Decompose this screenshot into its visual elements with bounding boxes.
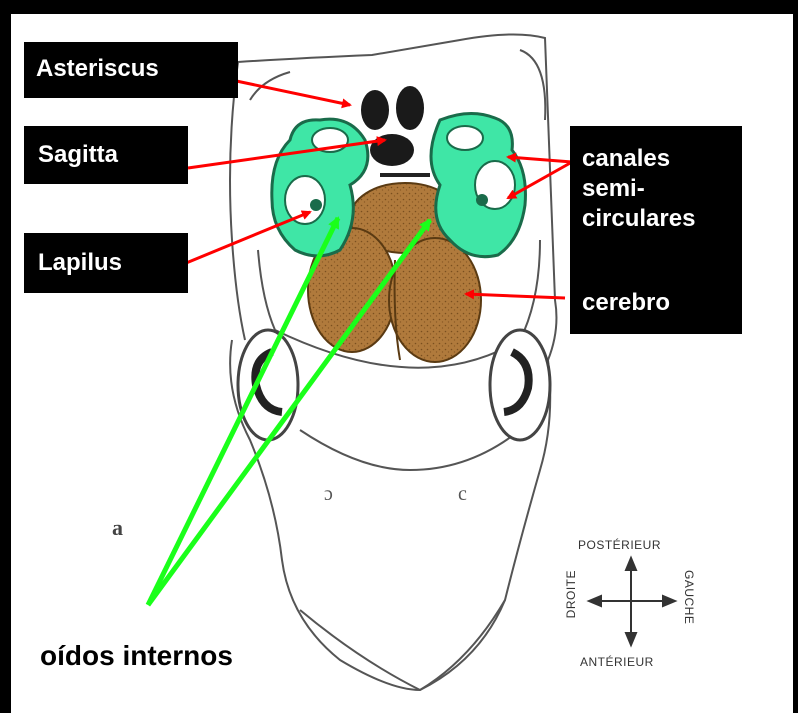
label-cerebro: cerebro [570, 272, 742, 334]
orientation-compass [589, 558, 675, 645]
label-sagitta: Sagitta [24, 126, 188, 184]
label-lapilus: Lapilus [24, 233, 188, 293]
compass-bottom: ANTÉRIEUR [580, 655, 654, 669]
label-oidos-internos: oídos internos [40, 640, 233, 672]
figure-letter: a [112, 515, 123, 541]
otoliths [361, 86, 430, 175]
right-inner-ear [431, 113, 525, 256]
svg-text:ɔ: ɔ [324, 483, 333, 505]
svg-text:c: c [458, 483, 467, 505]
label-canales: canales semi- circulares [570, 126, 742, 272]
arrow-asteriscus [222, 78, 350, 105]
arrow-oido-right [148, 220, 430, 605]
compass-left: DROITE [564, 570, 578, 618]
label-asteriscus: Asteriscus [24, 42, 238, 98]
label-canales-line2: semi- [582, 174, 742, 204]
label-canales-line3: circulares [582, 204, 742, 234]
left-eye [238, 330, 298, 440]
compass-top: POSTÉRIEUR [578, 538, 661, 552]
compass-right: GAUCHE [682, 570, 696, 624]
label-canales-line1: canales [582, 144, 742, 174]
green-arrows [148, 218, 430, 605]
right-eye [490, 330, 550, 440]
